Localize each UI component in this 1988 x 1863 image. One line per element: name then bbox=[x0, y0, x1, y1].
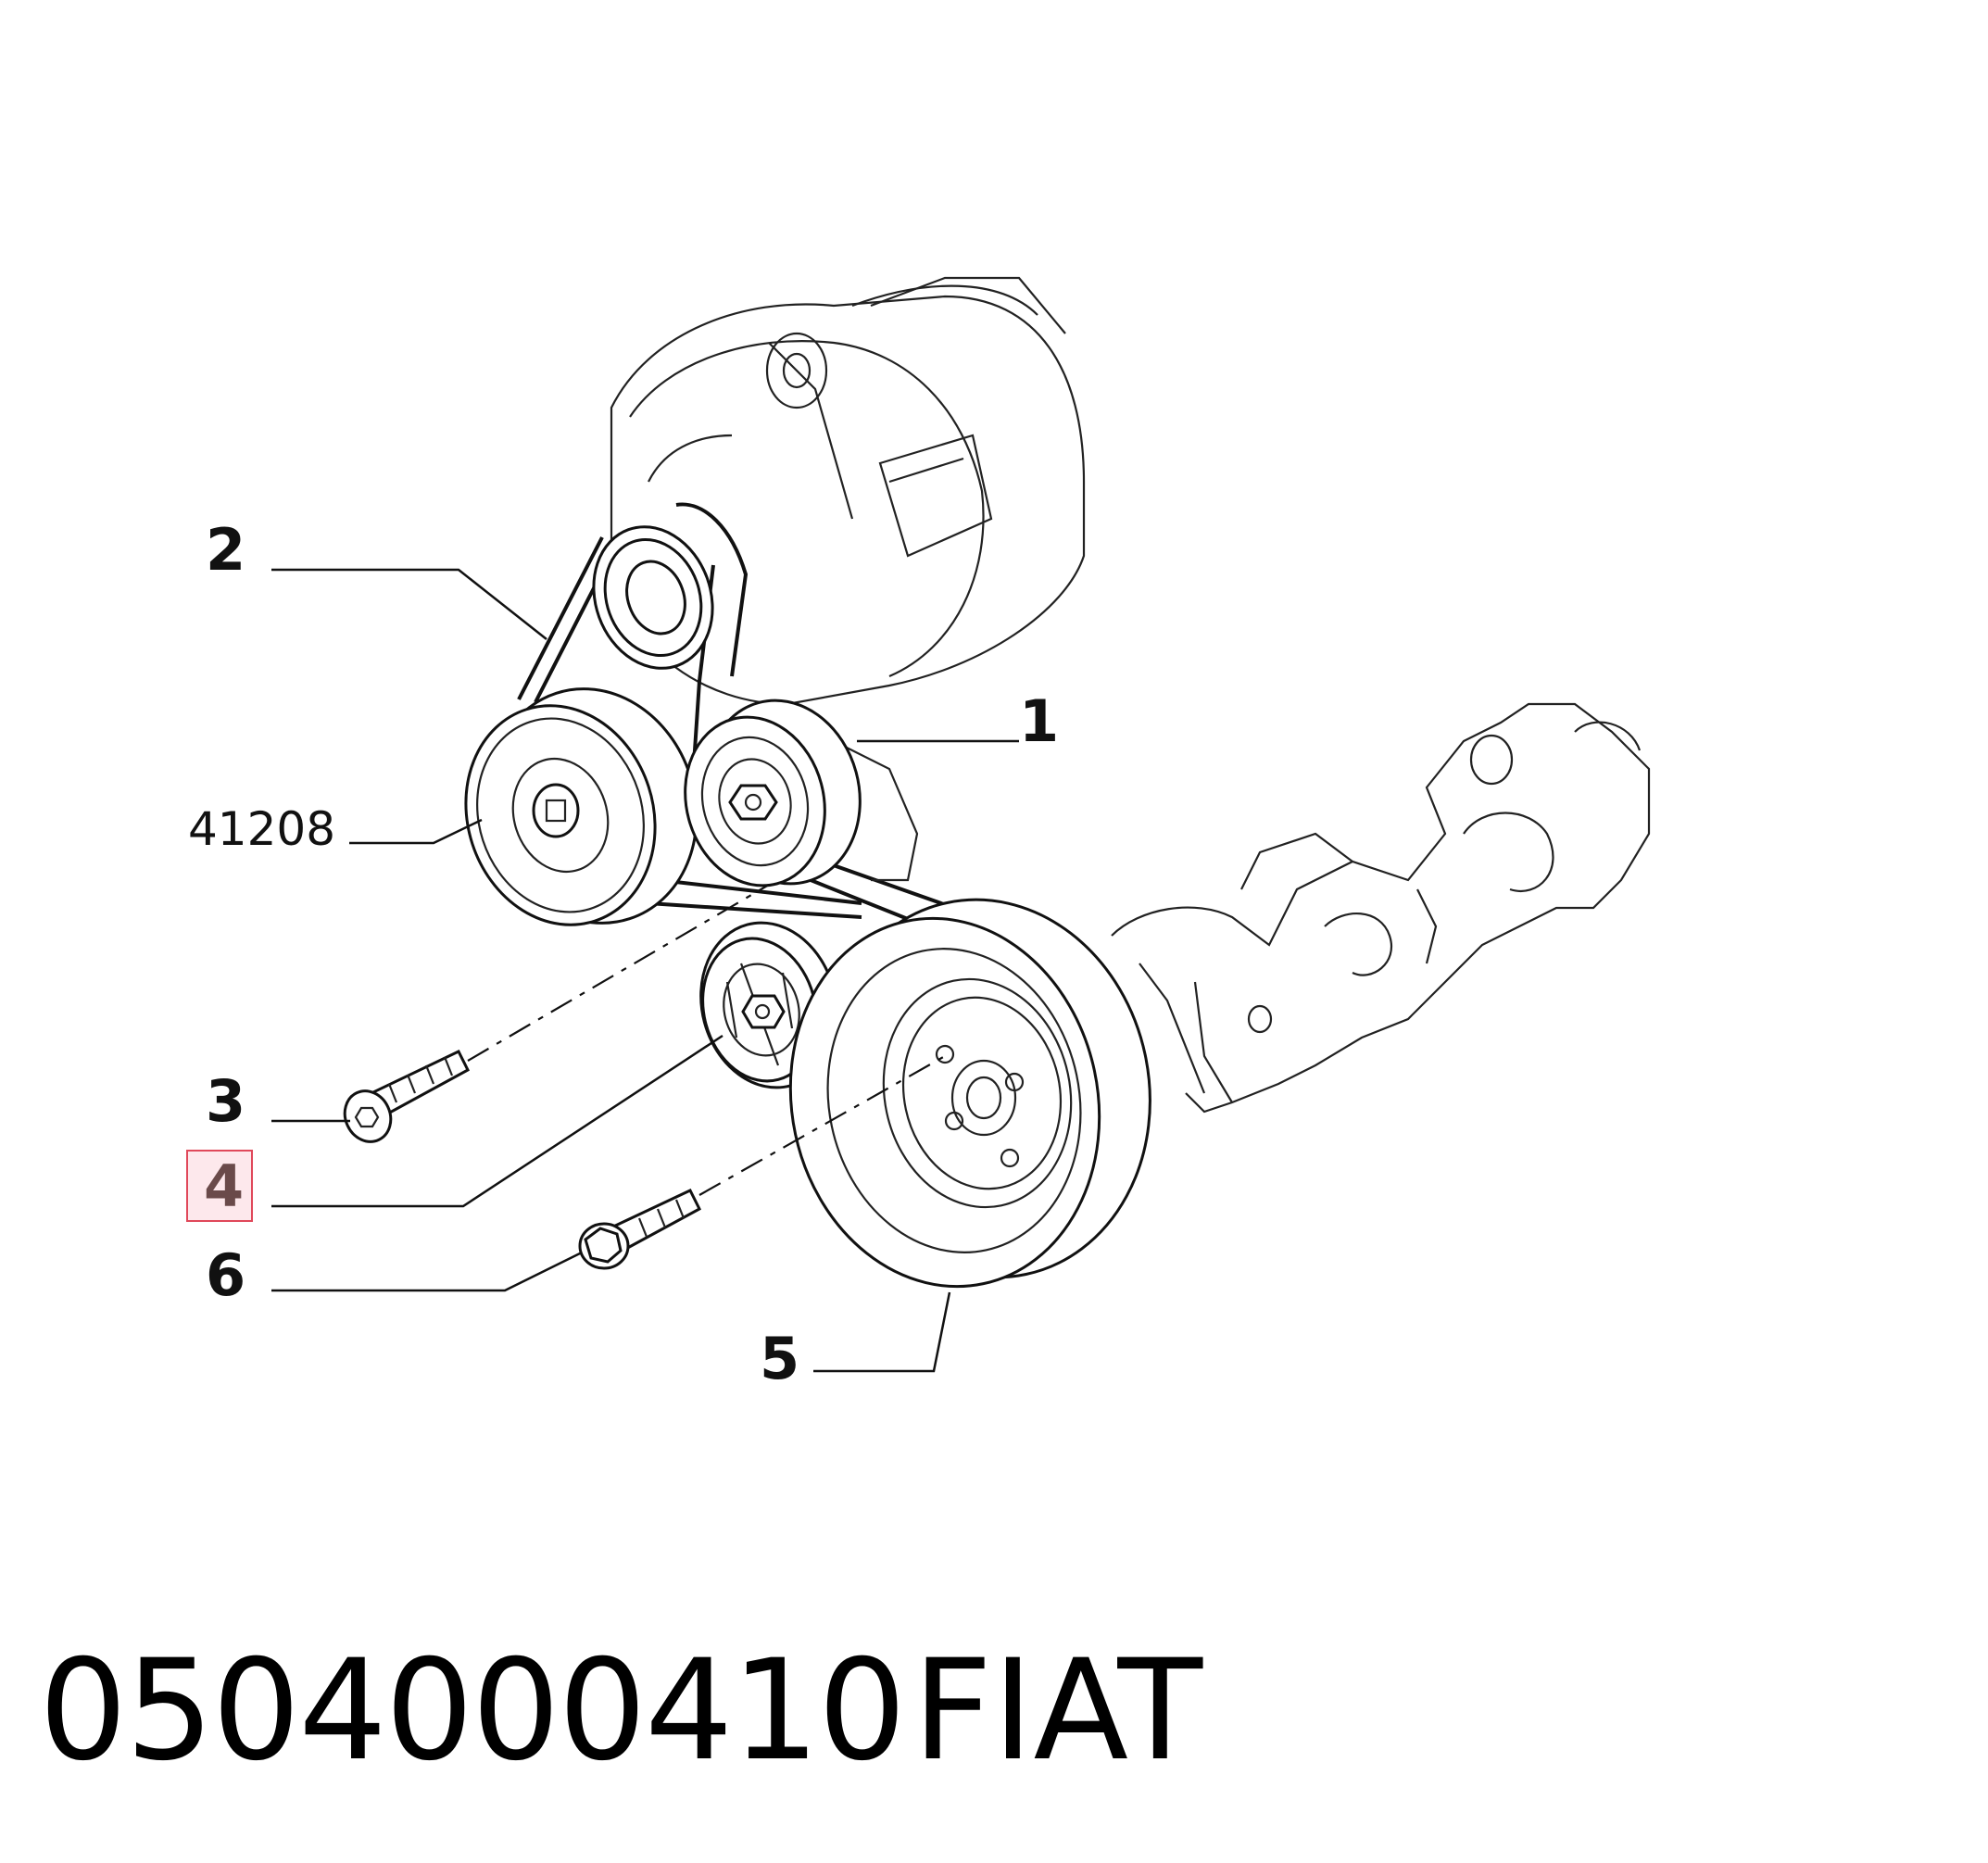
tensioner-pulley bbox=[684, 699, 919, 887]
brand-name: FIAT bbox=[912, 1630, 1203, 1792]
callout-41208[interactable]: 41208 bbox=[188, 802, 335, 856]
callout-3[interactable]: 3 bbox=[206, 1067, 245, 1135]
alternator bbox=[610, 276, 1086, 706]
bolt-6 bbox=[578, 1189, 701, 1270]
leader-2 bbox=[271, 568, 547, 640]
axis-line-3 bbox=[467, 884, 770, 1062]
callout-2[interactable]: 2 bbox=[206, 516, 245, 584]
callout-1[interactable]: 1 bbox=[1019, 687, 1059, 755]
callout-4[interactable]: 4 bbox=[204, 1152, 244, 1220]
leader-6 bbox=[271, 1251, 583, 1292]
part-number: 0504000410 bbox=[39, 1630, 906, 1792]
leader-4 bbox=[271, 1034, 723, 1208]
bolt-3 bbox=[343, 1050, 470, 1143]
callout-5[interactable]: 5 bbox=[760, 1325, 799, 1392]
callout-4-highlight bbox=[186, 1150, 253, 1222]
crankshaft bbox=[1111, 702, 1651, 1114]
callout-6[interactable]: 6 bbox=[206, 1241, 245, 1309]
leader-41208 bbox=[349, 818, 483, 845]
crank-pulley bbox=[788, 898, 1151, 1289]
left-pulley-41208 bbox=[464, 687, 698, 926]
upper-pulley bbox=[592, 525, 714, 670]
leader-5 bbox=[813, 1291, 951, 1373]
